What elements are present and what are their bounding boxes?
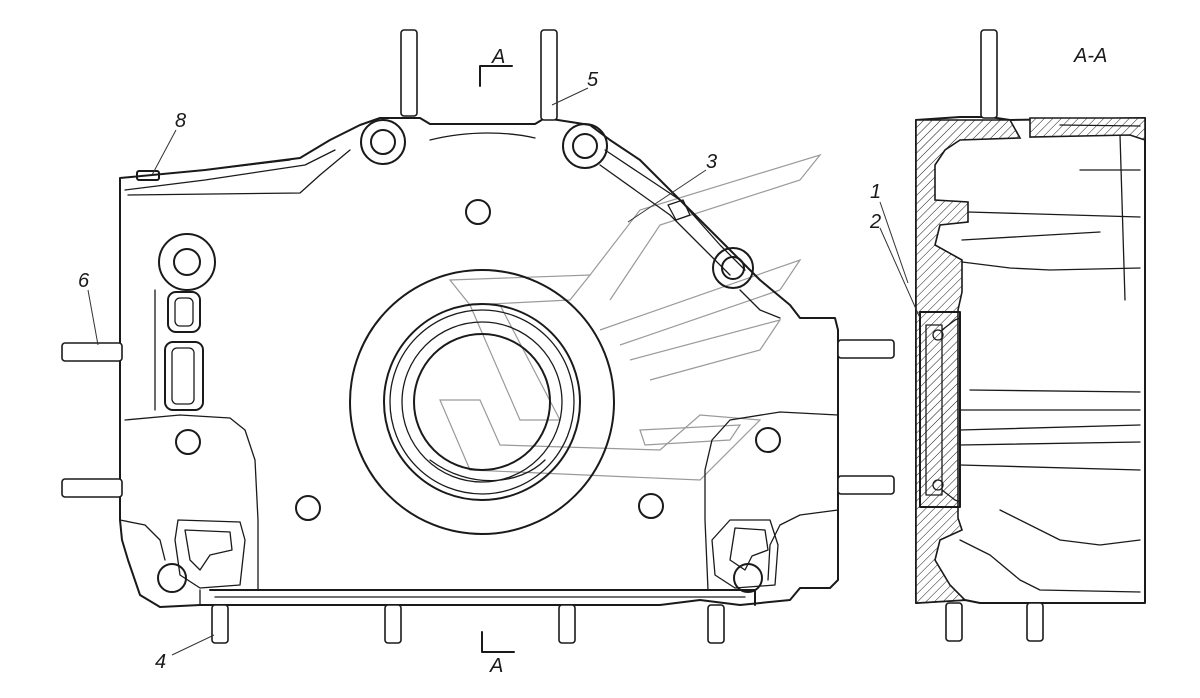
hole: [175, 429, 201, 455]
stud: [945, 602, 963, 642]
callout-5: 5: [587, 69, 599, 91]
section-view: [915, 29, 1146, 642]
hole: [465, 199, 491, 225]
hole: [295, 495, 321, 521]
hole: [755, 427, 781, 453]
callout-2: 2: [869, 211, 881, 233]
housing-outline: [119, 117, 839, 608]
callout-6: 6: [78, 270, 90, 292]
seal-section: [919, 311, 961, 508]
callout-1: 1: [870, 181, 881, 203]
stud: [384, 604, 402, 644]
stud: [1026, 602, 1044, 642]
plug: [136, 170, 160, 181]
seal-outer-ring: [383, 303, 581, 501]
section-marker-top-label: A: [491, 46, 505, 68]
housing-front-view: [61, 29, 895, 644]
callout-8: 8: [175, 110, 186, 132]
stud: [837, 339, 895, 359]
section-title: A-A: [1073, 45, 1107, 67]
section-marker-bottom-label: A: [489, 655, 503, 677]
section-wall: [915, 119, 1022, 604]
section-marker-top: [479, 65, 513, 87]
seal-bore: [413, 333, 551, 471]
hole: [638, 493, 664, 519]
section-marker-bottom: [481, 631, 515, 653]
callout-4: 4: [155, 651, 166, 673]
stud: [400, 29, 418, 117]
hole: [733, 563, 763, 593]
hole: [157, 563, 187, 593]
watermark-logo: [439, 153, 822, 481]
stud: [837, 475, 895, 495]
leader-lines: [87, 87, 921, 656]
seal-boss: [349, 269, 615, 535]
stud: [540, 29, 558, 121]
stud: [558, 604, 576, 644]
stud: [707, 604, 725, 644]
stud: [980, 29, 998, 119]
stud: [61, 342, 123, 362]
stud: [211, 604, 229, 644]
stud: [61, 478, 123, 498]
callout-3: 3: [706, 151, 717, 173]
